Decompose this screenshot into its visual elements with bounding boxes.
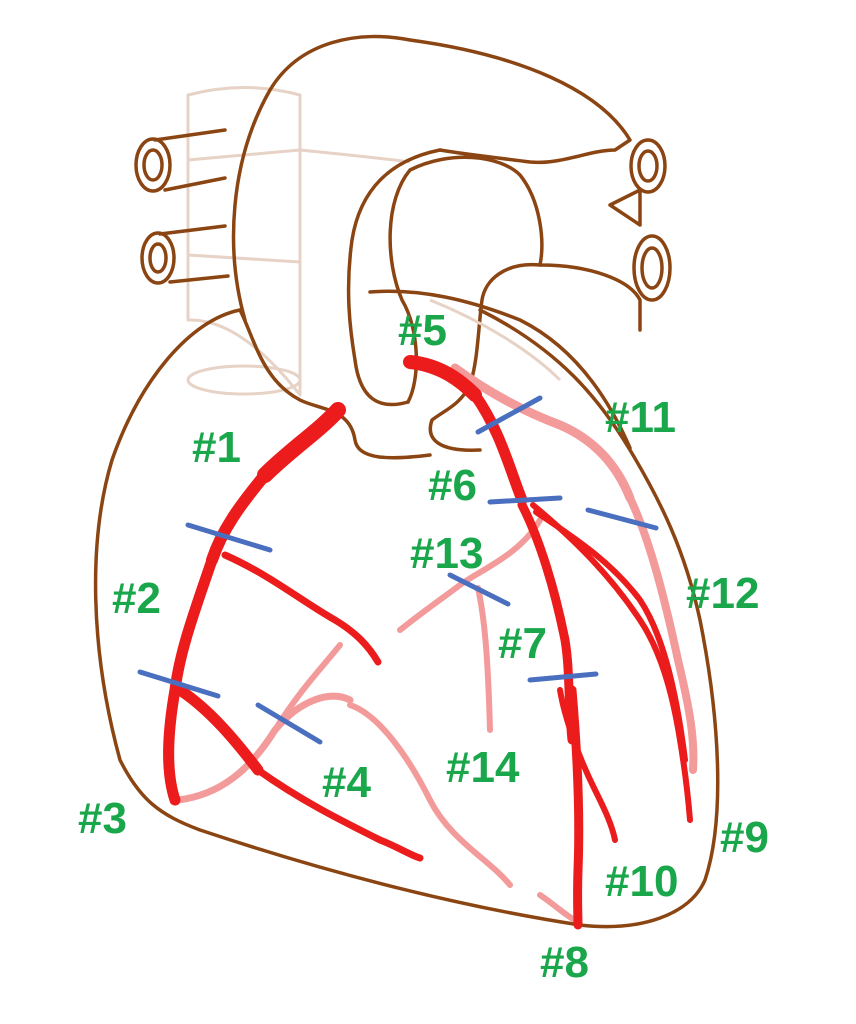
coronary-arteries (163, 355, 693, 930)
segment-label-12: #12 (686, 569, 759, 618)
left-auricle-shade (429, 298, 562, 382)
right-pulmonary-veins (608, 138, 672, 302)
segment-dividers (137, 395, 659, 745)
segment-label-3: #3 (78, 794, 127, 843)
segment-label-1: #1 (192, 423, 241, 472)
pulmonary-trunk (388, 155, 642, 404)
segment-label-9: #9 (720, 813, 769, 862)
segment-label-6: #6 (428, 461, 477, 510)
segment-label-10: #10 (605, 857, 678, 906)
pulmonary-trunk-front (428, 262, 542, 452)
segment-label-4: #4 (322, 758, 371, 807)
great-vessels-faint (186, 86, 411, 397)
left-pulmonary-veins (134, 128, 230, 285)
heart-outline (93, 308, 720, 929)
segment-label-11: #11 (605, 393, 676, 442)
segment-label-7: #7 (498, 619, 547, 668)
aortic-arch (231, 34, 632, 322)
segment-label-8: #8 (540, 938, 589, 987)
segment-labels: #1 #2 #3 #4 #5 #6 #7 #8 #9 #10 #11 #12 #… (78, 306, 769, 987)
segment-label-14: #14 (446, 743, 520, 792)
segment-label-2: #2 (112, 574, 161, 623)
segment-label-13: #13 (410, 529, 483, 578)
ascending-aorta-inner (346, 148, 442, 407)
segment-label-5: #5 (398, 306, 447, 355)
left-auricle (368, 289, 632, 450)
